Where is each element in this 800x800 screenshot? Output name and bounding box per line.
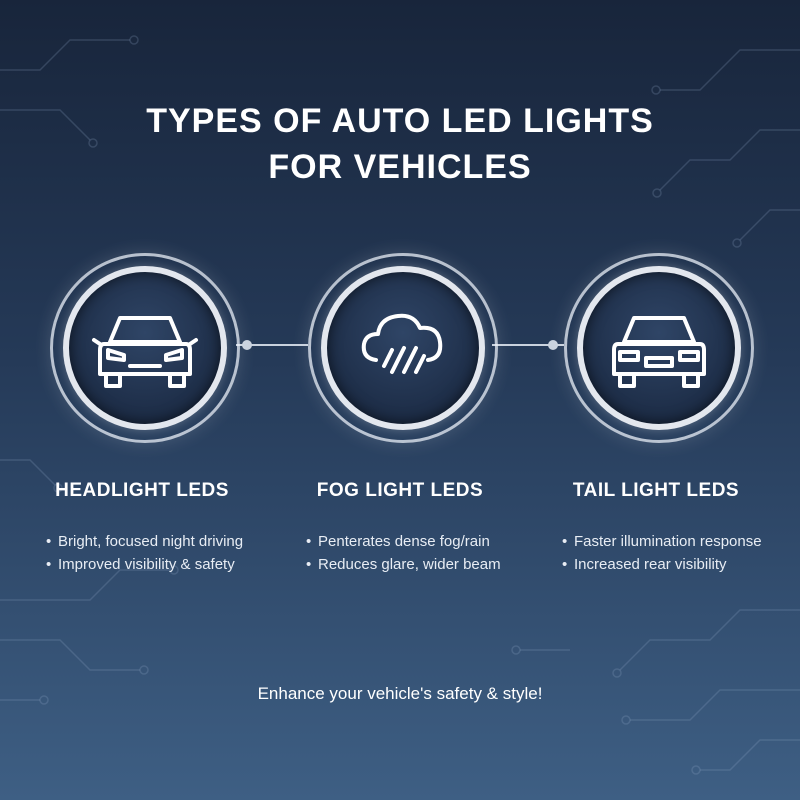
list-item: Faster illumination response bbox=[562, 530, 762, 553]
card-title-headlight: HEADLIGHT LEDS bbox=[55, 480, 229, 501]
tail-light-bullet-list: Faster illumination response Increased r… bbox=[562, 530, 762, 576]
card-title-fog-light: FOG LIGHT LEDS bbox=[316, 480, 484, 501]
fog-light-bullet-list: Penterates dense fog/rain Reduces glare,… bbox=[306, 530, 501, 576]
card-title-tail-light: TAIL LIGHT LEDS bbox=[572, 480, 740, 501]
footer-tagline: Enhance your vehicle's safety & style! bbox=[257, 684, 543, 703]
connector-dot bbox=[242, 340, 252, 350]
list-item: Increased rear visibility bbox=[562, 553, 762, 576]
list-item: Bright, focused night driving bbox=[46, 530, 243, 553]
fog-light-icon-ring bbox=[308, 253, 498, 443]
tail-light-icon-ring bbox=[564, 253, 754, 443]
car-front-icon bbox=[92, 316, 198, 388]
title-line-1: TYPES OF AUTO LED LIGHTS bbox=[146, 102, 654, 140]
car-rear-icon bbox=[612, 316, 706, 388]
headlight-icon-ring bbox=[50, 253, 240, 443]
ring-inner bbox=[63, 266, 227, 430]
title-line-2: FOR VEHICLES bbox=[268, 148, 532, 186]
list-item: Penterates dense fog/rain bbox=[306, 530, 501, 553]
cloud-rain-icon bbox=[361, 313, 443, 374]
list-item: Improved visibility & safety bbox=[46, 553, 243, 576]
ring-inner bbox=[577, 266, 741, 430]
list-item: Reduces glare, wider beam bbox=[306, 553, 501, 576]
page-title: TYPES OF AUTO LED LIGHTS FOR VEHICLES bbox=[0, 98, 800, 190]
headlight-bullet-list: Bright, focused night driving Improved v… bbox=[46, 530, 243, 576]
connector-dot bbox=[548, 340, 558, 350]
